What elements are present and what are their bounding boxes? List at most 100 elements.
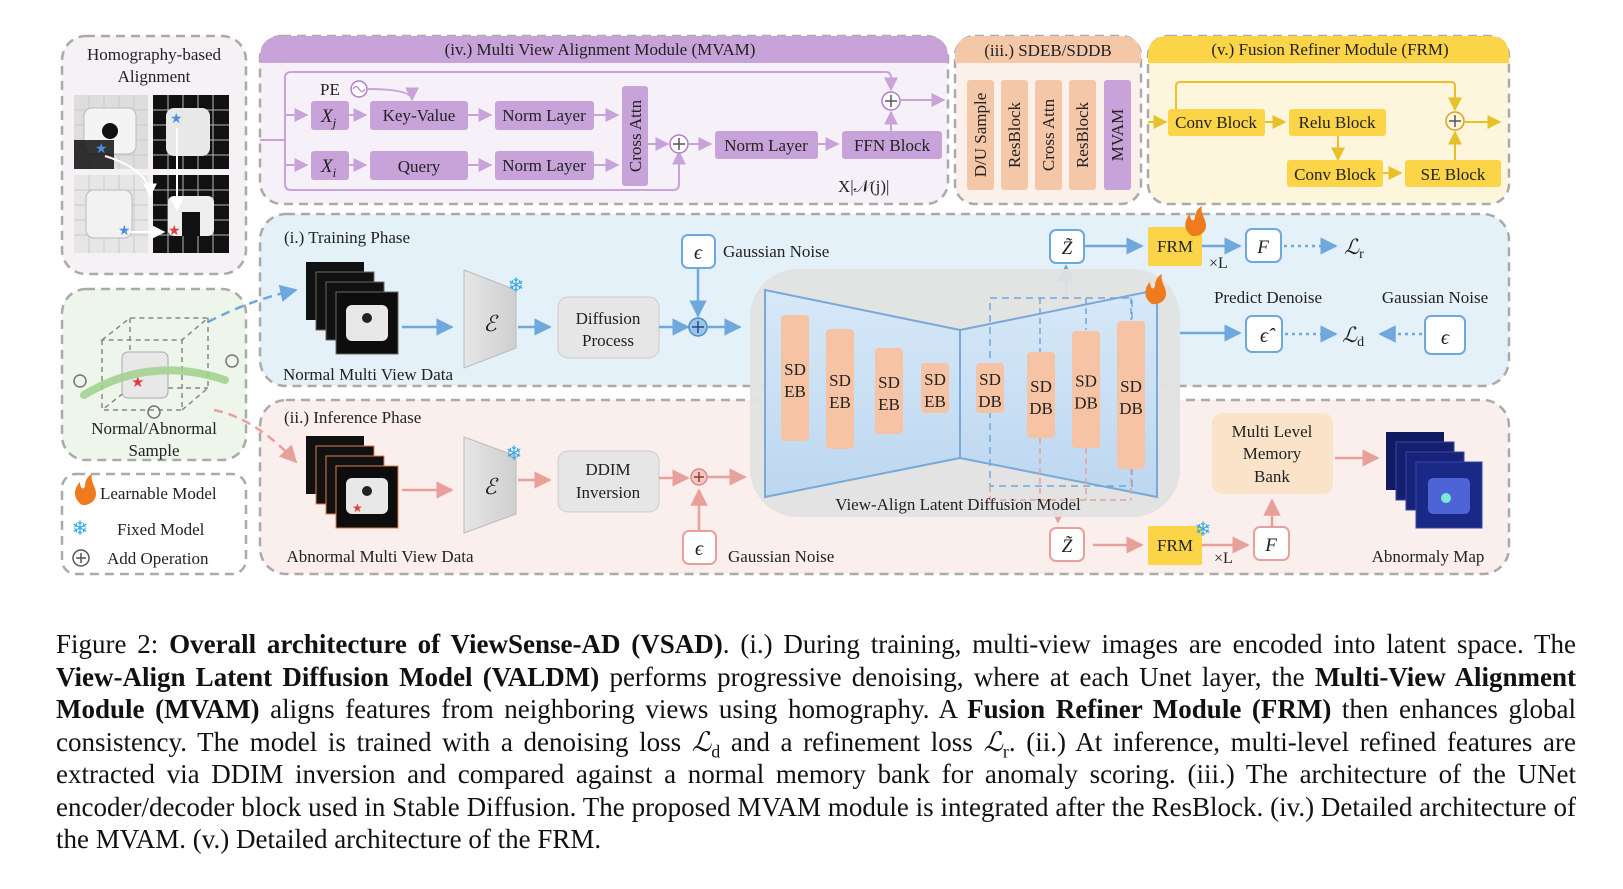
mvam-title: (iv.) Multi View Alignment Module (MVAM) — [445, 40, 756, 59]
svg-text:★: ★ — [95, 142, 108, 157]
frm-relu-block: Relu Block — [1299, 113, 1376, 132]
caption-part-4: aligns features from neighboring views u… — [259, 694, 968, 724]
sdeb-block-box — [1069, 80, 1096, 190]
add-operation-icon — [669, 134, 689, 154]
mvam-pe-label: PE — [320, 80, 340, 99]
sd-eb-block — [875, 348, 903, 434]
svg-text:★: ★ — [170, 112, 183, 127]
sdeb-block-label: D/U Sample — [971, 93, 990, 178]
caption-bold-vsad: Overall architecture of ViewSense-AD (VS… — [169, 629, 723, 659]
caption-loss-r: ℒ — [983, 726, 1003, 757]
inference-xl: ×L — [1214, 550, 1233, 567]
mvam-norm-layer-2: Norm Layer — [502, 156, 586, 175]
snowflake-icon: ❄ — [506, 443, 523, 465]
sd-eb-block — [826, 329, 854, 449]
architecture-figure: Homography-based Alignment ★ ★ ★ ★ — [60, 34, 1511, 576]
diffusion-label-1: Diffusion — [576, 309, 641, 328]
training-gaussian-noise: Gaussian Noise — [723, 242, 829, 261]
caption-bold-valdm: View-Align Latent Diffusion Model (VALDM… — [56, 661, 600, 692]
training-frm: FRM — [1157, 237, 1193, 256]
svg-text:★: ★ — [352, 501, 363, 515]
mvam-norm-layer-3: Norm Layer — [724, 136, 808, 155]
training-loss-r: ℒr — [1344, 235, 1364, 262]
flame-icon — [1185, 206, 1206, 237]
caption-part-6: and a refinement loss — [720, 726, 984, 757]
legend-fixed: Fixed Model — [117, 520, 205, 539]
frm-conv-block-1: Conv Block — [1175, 113, 1257, 132]
inference-z-tilde: Z̃ — [1062, 536, 1073, 557]
inference-encoder-label: ℰ — [483, 474, 499, 499]
snowflake-icon: ❄ — [72, 518, 89, 540]
abnormal-multi-view-stack: ★ — [306, 436, 399, 529]
frm-se-block: SE Block — [1421, 165, 1486, 184]
ddim-label-1: DDIM — [585, 460, 630, 479]
inference-data-label: Abnormal Multi View Data — [286, 547, 474, 566]
inference-f: F — [1264, 535, 1277, 556]
mvam-repeat: X|𝒩(j)| — [838, 177, 889, 196]
memory-bank-label-3: Bank — [1254, 467, 1290, 486]
mvam-norm-layer-1: Norm Layer — [502, 106, 586, 125]
legend-add: Add Operation — [107, 549, 209, 568]
add-operation-icon — [690, 468, 708, 486]
mvam-xi: Xi — [320, 156, 337, 180]
mvam-key-value: Key-Value — [383, 106, 456, 125]
training-title: (i.) Training Phase — [284, 228, 410, 247]
caption-part-3: performs progressive denoising, where at… — [599, 661, 1315, 692]
caption-loss-d-sub: d — [711, 740, 721, 761]
caption-bold-mvam: Multi-View Alignment Module (MVAM) — [56, 661, 1576, 725]
training-xl: ×L — [1209, 255, 1228, 272]
sdeb-block-box — [1035, 80, 1062, 190]
mvam-xj: Xj — [320, 106, 337, 130]
sd-db-block — [976, 363, 1004, 413]
caption-loss-r-sub: r — [1002, 740, 1009, 761]
caption-part-2: . (i.) During training, multi-view image… — [722, 629, 1576, 659]
homography-panel: Homography-based Alignment ★ ★ ★ ★ — [60, 34, 248, 276]
inference-encoder — [463, 436, 517, 534]
inference-gaussian-noise: Gaussian Noise — [728, 547, 834, 566]
sd-db-block — [1117, 321, 1145, 469]
training-predict-denoise: Predict Denoise — [1214, 288, 1322, 307]
frm-panel: (v.) Fusion Refiner Module (FRM) Conv Bl… — [1146, 34, 1511, 206]
anomaly-map-stack — [1386, 432, 1483, 529]
ddim-label-2: Inversion — [576, 483, 641, 502]
add-operation-icon — [688, 317, 708, 337]
inference-frm: FRM — [1157, 536, 1193, 555]
figure-caption: Figure 2: Overall architecture of ViewSe… — [56, 628, 1576, 856]
mvam-cross-attn: Cross Attn — [626, 99, 645, 172]
add-operation-icon — [72, 549, 90, 567]
legend: Learnable Model ❄ Fixed Model Add Operat… — [60, 472, 248, 576]
sdeb-block-box — [1104, 80, 1131, 190]
caption-bold-frm: Fusion Refiner Module (FRM) — [967, 694, 1332, 724]
legend-learnable: Learnable Model — [100, 484, 217, 503]
svg-text:★: ★ — [131, 375, 144, 391]
homography-title-1: Homography-based — [87, 45, 222, 64]
training-gaussian-noise-2: Gaussian Noise — [1382, 288, 1488, 307]
normal-abnormal-label-1: Normal/Abnormal — [91, 419, 217, 438]
sd-db-block — [1027, 352, 1055, 438]
frm-title: (v.) Fusion Refiner Module (FRM) — [1211, 40, 1448, 59]
sdeb-block-box — [967, 80, 994, 190]
valdm-title: View-Align Latent Diffusion Model — [835, 495, 1081, 514]
diffusion-label-2: Process — [582, 331, 634, 350]
sdeb-block-label: MVAM — [1108, 109, 1127, 162]
inference-title: (ii.) Inference Phase — [284, 408, 421, 427]
homography-title-2: Alignment — [118, 67, 191, 86]
caption-loss-d: ℒ — [691, 726, 712, 757]
sd-eb-block — [781, 315, 809, 441]
snowflake-icon: ❄ — [1195, 519, 1212, 541]
training-encoder — [463, 269, 517, 369]
frm-conv-block-2: Conv Block — [1294, 165, 1376, 184]
sd-db-block — [1072, 331, 1100, 448]
sd-eb-block — [921, 363, 949, 413]
